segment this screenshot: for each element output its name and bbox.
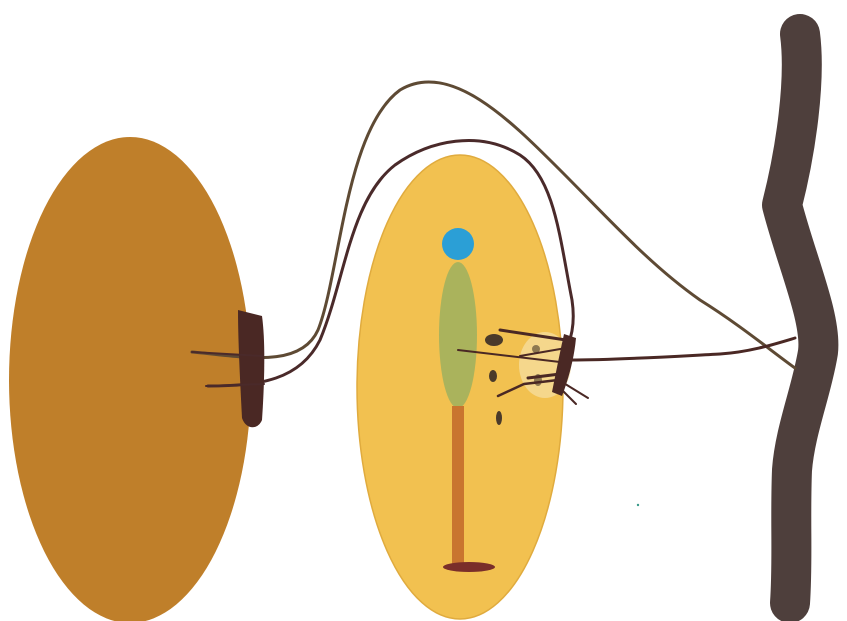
base-plate: [443, 562, 495, 572]
granule: [489, 370, 497, 382]
granule: [496, 411, 502, 425]
granule: [485, 334, 503, 346]
right-stalk: [782, 34, 818, 603]
left-cell: [9, 137, 251, 621]
orange-stalk: [452, 406, 464, 566]
nucleus-dot: [442, 228, 474, 260]
left-attachment: [238, 310, 264, 427]
attachment-branch: [562, 382, 588, 398]
green-body: [439, 262, 477, 408]
speck: [637, 504, 639, 506]
